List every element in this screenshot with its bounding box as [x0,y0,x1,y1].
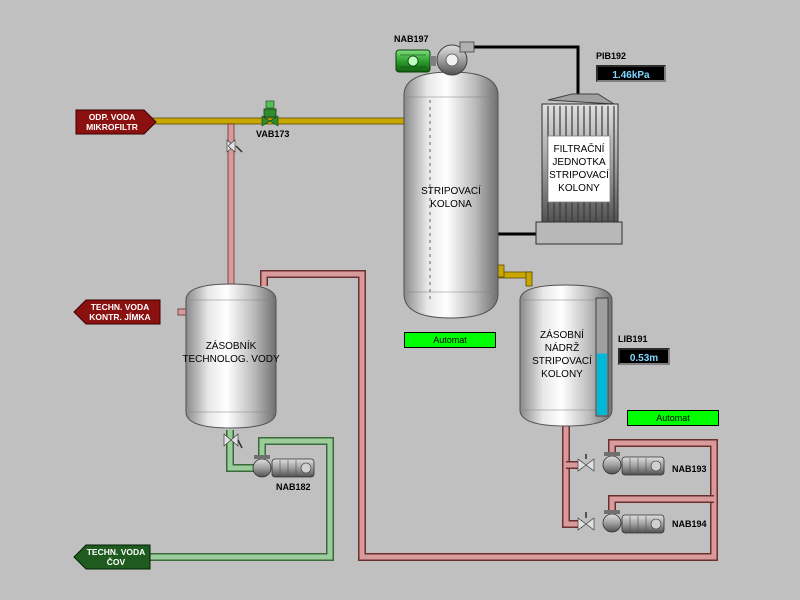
pipe-green-cov [150,430,334,561]
tag-lib191: LIB191 [618,334,648,344]
filter-unit-label-3: STRIPOVACÍ [549,168,609,181]
filter-unit: FILTRAČNÍ JEDNOTKA STRIPOVACÍ KOLONY [535,93,623,245]
filter-unit-label-2: JEDNOTKA [552,157,606,168]
automat-button-kolona[interactable]: Automat [404,332,496,348]
valve-manual-outlet[interactable] [223,433,243,449]
level-bar-fill [597,353,607,415]
pipe-black-gas [470,45,580,236]
stripping-column-label-1: STRIPOVACÍ [421,184,481,197]
valve-vab173[interactable] [261,100,279,127]
arrow-techn-voda-jimka[interactable]: TECHN. VODA KONTR. JÍMKA [73,299,161,325]
tag-pib192: PIB192 [596,51,627,61]
tech-water-tank-label-2: TECHNOLOG. VODY [182,354,280,365]
column-storage-tank-label-2: NÁDRŽ [545,341,579,354]
pump-nab193[interactable] [602,452,665,476]
arrow-techn-voda-jimka-line-1: TECHN. VODA [91,302,150,312]
pump-nab194[interactable] [602,510,665,534]
pump-nab182[interactable] [252,455,315,478]
tag-vab173: VAB173 [256,129,290,139]
filter-unit-label-4: KOLONY [558,183,600,194]
arrow-odp-voda-line-2: MIKROFILTR [86,122,138,132]
tag-nab197: NAB197 [394,34,429,44]
valve-manual-feed[interactable] [226,139,243,153]
pump-valve-nab193[interactable] [577,454,595,472]
pipe-red-pumps [562,425,714,528]
tag-nab182: NAB182 [276,482,311,492]
column-storage-tank-label-4: KOLONY [541,369,583,380]
pipe-red-loop [260,270,718,561]
arrow-techn-voda-cov-line-1: TECHN. VODA [87,547,146,557]
arrow-techn-voda-cov[interactable]: TECHN. VODA ČOV [73,544,151,570]
stripping-column-label-2: KOLONA [430,199,472,210]
tag-nab193: NAB193 [672,464,707,474]
blower-nab197[interactable] [395,41,475,76]
arrow-techn-voda-jimka-line-2: KONTR. JÍMKA [89,312,150,322]
arrow-techn-voda-cov-line-2: ČOV [107,556,126,567]
tech-water-tank-label-1: ZÁSOBNÍK [206,339,257,352]
tech-water-tank: ZÁSOBNÍK TECHNOLOG. VODY [182,283,280,429]
stripping-column: STRIPOVACÍ KOLONA [403,71,499,319]
lib191-value-display: 0.53m [618,348,670,365]
filter-unit-label-1: FILTRAČNÍ [554,142,605,155]
column-storage-tank-label-1: ZÁSOBNÍ [540,328,584,341]
automat-button-nadrz[interactable]: Automat [627,410,719,426]
pump-valve-nab194[interactable] [577,512,595,531]
arrow-odp-voda-line-1: ODP. VODA [89,112,136,122]
arrow-odp-voda[interactable]: ODP. VODA MIKROFILTR [75,109,157,135]
column-storage-tank-label-3: STRIPOVACÍ [532,354,592,367]
tag-nab194: NAB194 [672,519,707,529]
column-storage-tank: ZÁSOBNÍ NÁDRŽ STRIPOVACÍ KOLONY [519,284,613,427]
pib192-value-display: 1.46kPa [596,65,666,82]
